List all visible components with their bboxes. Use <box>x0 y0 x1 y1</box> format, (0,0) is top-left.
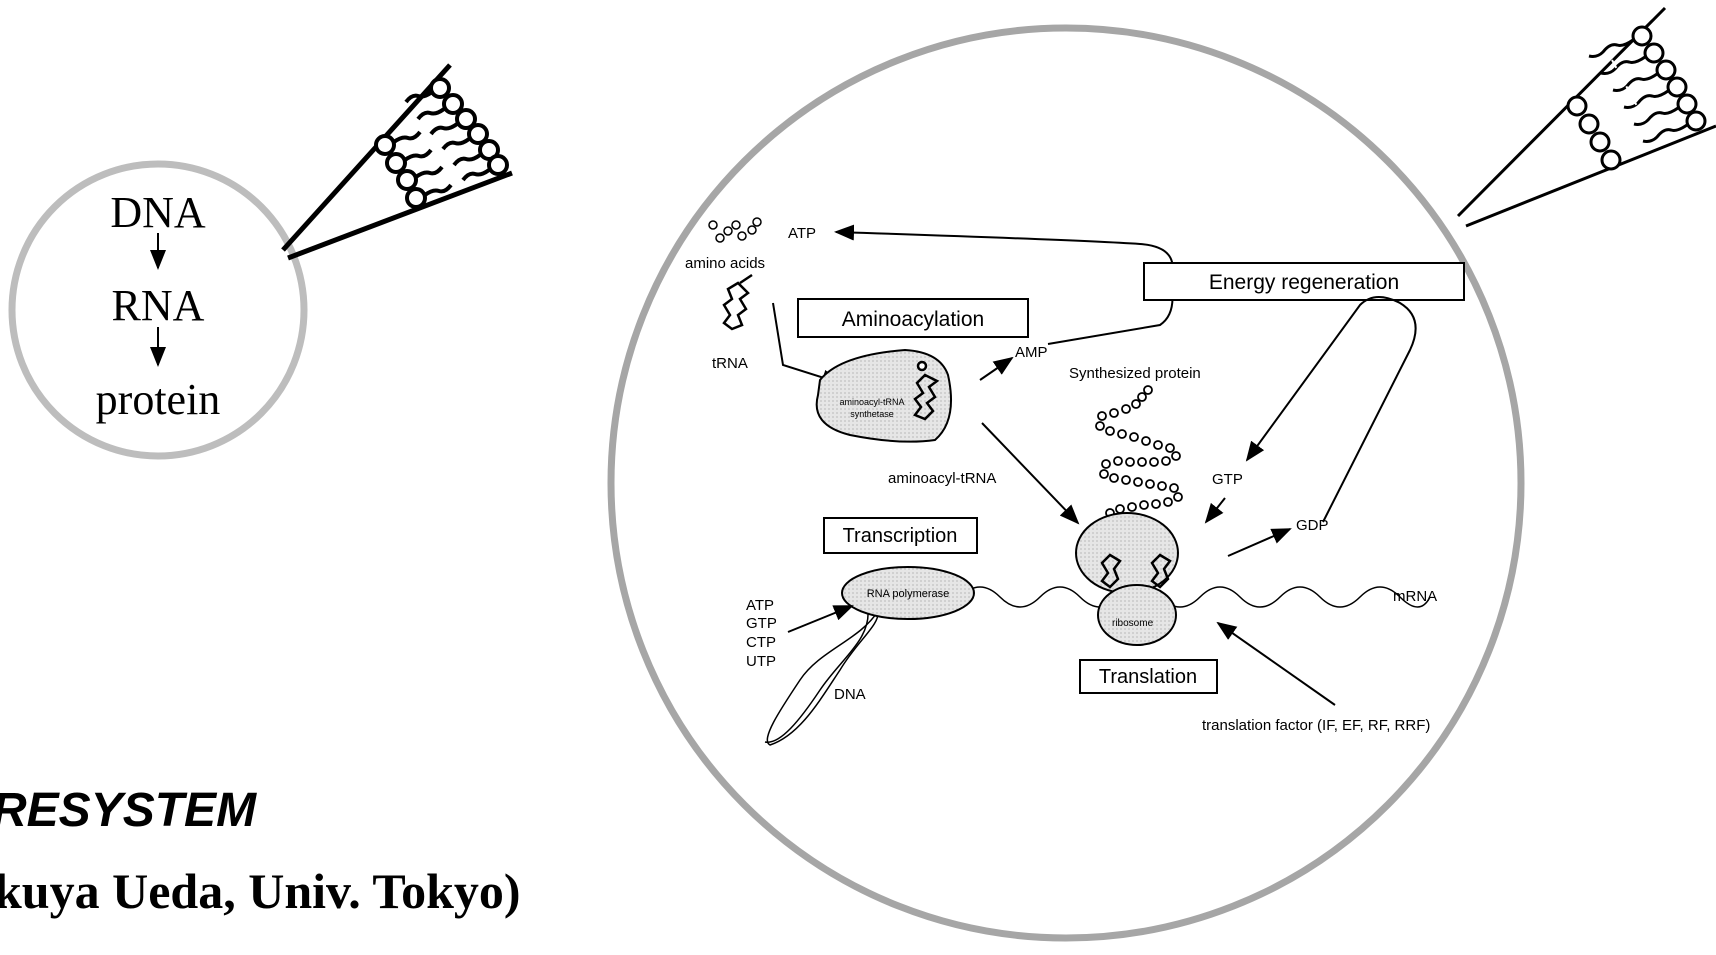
ribosome-label: ribosome <box>1112 618 1154 629</box>
big-cell-membrane <box>611 28 1521 938</box>
aminoacyl-trna-label: aminoacyl-tRNA <box>888 470 996 487</box>
ntp-ctp-label: CTP <box>746 634 776 651</box>
translation-factor-label: translation factor (IF, EF, RF, RRF) <box>1202 717 1430 734</box>
synthetase-label-line2: synthetase <box>850 409 894 419</box>
mrna-label: mRNA <box>1393 588 1437 605</box>
small-cell-rna-label: RNA <box>112 281 205 330</box>
ribosome-small-subunit <box>1098 585 1176 645</box>
transcription-label: Transcription <box>843 525 958 547</box>
small-membrane-zoom <box>283 65 512 258</box>
lipid-bilayer-icon <box>1568 27 1705 169</box>
atp-label: ATP <box>788 225 816 242</box>
lipid-bilayer-icon <box>376 79 507 207</box>
small-cell: DNA RNA protein <box>12 164 304 456</box>
synthesized-protein-label: Synthesized protein <box>1069 365 1201 382</box>
synthetase-label-line1: aminoacyl-tRNA <box>839 397 904 407</box>
gdp-label: GDP <box>1296 517 1329 534</box>
dna-label: DNA <box>834 686 866 703</box>
aminoacylation-label: Aminoacylation <box>842 308 984 331</box>
ribosome-large-subunit <box>1076 513 1178 593</box>
small-cell-protein-label: protein <box>96 375 221 424</box>
gtp-label: GTP <box>1212 471 1243 488</box>
amino-acids-label: amino acids <box>685 255 765 272</box>
ntp-utp-label: UTP <box>746 653 776 670</box>
translation-label: Translation <box>1099 666 1197 688</box>
caption-credit: kuya Ueda, Univ. Tokyo) <box>0 863 521 919</box>
ntp-atp-label: ATP <box>746 597 774 614</box>
rna-polymerase-label: RNA polymerase <box>867 588 950 600</box>
amp-label: AMP <box>1015 344 1048 361</box>
big-membrane-zoom <box>1458 8 1716 226</box>
trna-label: tRNA <box>712 355 748 372</box>
caption-title: RESYSTEM <box>0 784 257 837</box>
ntp-gtp-label: GTP <box>746 615 777 632</box>
small-cell-dna-label: DNA <box>110 188 206 237</box>
energy-regeneration-label: Energy regeneration <box>1209 271 1399 294</box>
